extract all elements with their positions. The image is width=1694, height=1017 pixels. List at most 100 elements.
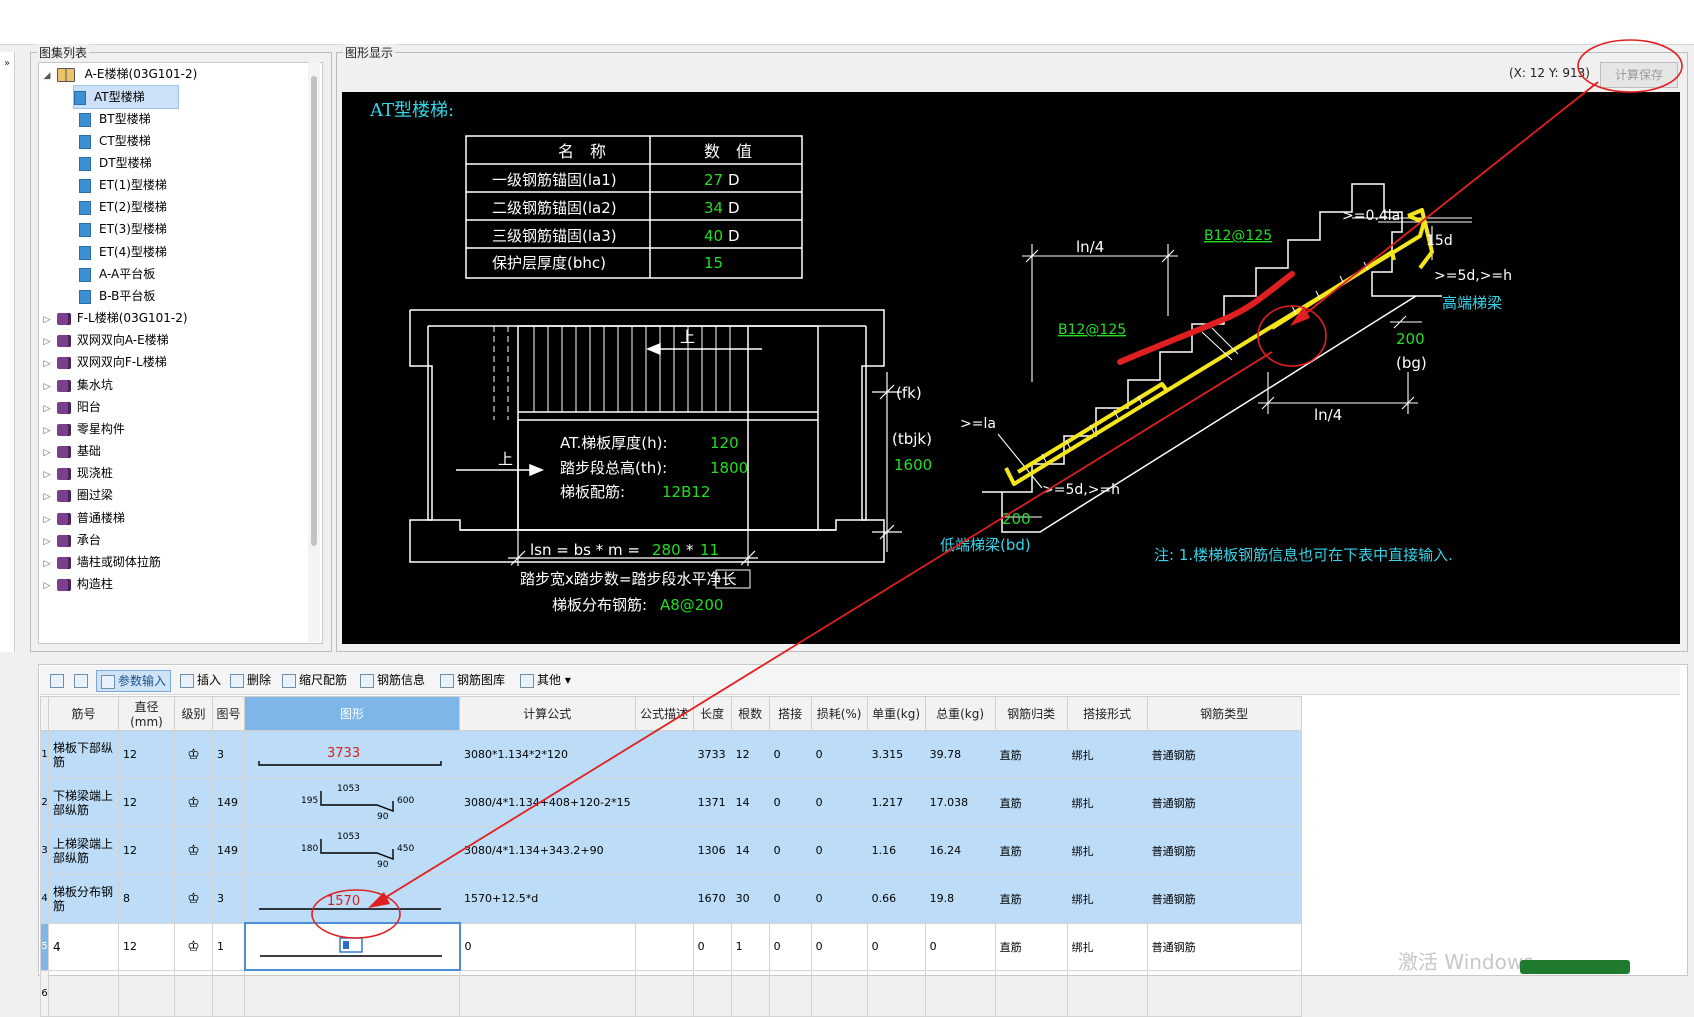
cell-grade[interactable]: ♔ [174, 922, 213, 971]
plan-thickness-value[interactable]: 120 [710, 434, 739, 452]
plan-rebar-value[interactable]: 12B12 [662, 483, 710, 501]
cell-unit-weight[interactable] [866, 969, 926, 1017]
cell-length[interactable]: 1306 [692, 826, 732, 875]
cell-grade[interactable]: ♔ [174, 778, 213, 827]
col-header[interactable]: 搭接形式 [1066, 696, 1148, 731]
cell-rebar-type[interactable]: 普通钢筋 [1146, 730, 1302, 779]
tree-item-et2[interactable]: ET(2)型楼梯 [79, 196, 167, 218]
cell-unit-weight[interactable]: 1.217 [866, 778, 926, 827]
cell-loss[interactable]: 0 [810, 826, 868, 875]
cell-name[interactable]: 梯板分布钢筋 [48, 874, 119, 924]
cell-length[interactable]: 1670 [692, 874, 732, 924]
cell-lap[interactable]: 0 [768, 922, 812, 971]
cell-unit-weight[interactable]: 0 [866, 922, 926, 971]
cell-description[interactable] [634, 730, 694, 779]
section-b12-mid[interactable]: B12@125 [1058, 322, 1126, 338]
table-row[interactable]: 1 梯板下部纵筋 12 ♔ 3 3733 3080*1.134*2*120 37… [40, 730, 1302, 779]
cell-shape-editing[interactable] [243, 922, 461, 971]
tree-item-et3[interactable]: ET(3)型楼梯 [79, 218, 167, 240]
cell-loss[interactable]: 0 [810, 874, 868, 924]
cell-lap[interactable]: 0 [768, 874, 812, 924]
expand-arrow-icon[interactable]: ▷ [43, 382, 51, 392]
scrollbar-thumb[interactable] [311, 76, 317, 546]
cell-unit-weight[interactable]: 0.66 [866, 874, 926, 924]
cell-rebar-type[interactable]: 普通钢筋 [1146, 874, 1302, 924]
cell-lap-form[interactable]: 绑扎 [1066, 874, 1148, 924]
tree-item-et1[interactable]: ET(1)型楼梯 [79, 174, 167, 196]
tree-item-dt[interactable]: DT型楼梯 [79, 152, 152, 174]
rebar-info-button[interactable]: 钢筋信息 [356, 670, 429, 690]
cell-unit-weight[interactable]: 1.16 [866, 826, 926, 875]
expand-arrow-icon[interactable]: ▷ [43, 315, 51, 325]
cell-figure[interactable] [212, 969, 245, 1017]
cell-count[interactable]: 14 [730, 826, 770, 875]
col-header[interactable]: 计算公式 [459, 696, 636, 731]
expand-arrow-icon[interactable]: ▷ [43, 470, 51, 480]
table-row-editing[interactable]: 5 4 12 ♔ 1 0 0 1 0 0 0 0 直筋 绑扎 普通钢筋 [40, 922, 1302, 971]
cell-shape[interactable]: 1570 [244, 874, 460, 924]
col-header[interactable]: 级别 [174, 696, 213, 731]
cell-lap[interactable]: 0 [768, 826, 812, 875]
section-b12-top[interactable]: B12@125 [1204, 228, 1272, 244]
param-value-la3[interactable]: 40 [704, 227, 723, 245]
cell-total-weight[interactable]: 19.8 [924, 874, 996, 924]
tree-group-node[interactable]: ▷ 双网双向A-E楼梯 [41, 329, 169, 351]
col-header[interactable]: 损耗(%) [810, 696, 868, 731]
tree-group-node[interactable]: ▷ 墙柱或砌体拉筋 [41, 551, 161, 573]
col-header[interactable]: 直径(mm) [118, 696, 175, 731]
row-number[interactable]: 4 [40, 874, 49, 924]
expand-arrow-icon[interactable]: ▷ [43, 337, 51, 347]
row-number[interactable]: 3 [40, 826, 49, 875]
tree-group-node[interactable]: ▷ 圈过梁 [41, 484, 113, 506]
col-header[interactable]: 钢筋归类 [994, 696, 1068, 731]
col-header[interactable]: 钢筋类型 [1146, 696, 1302, 731]
plan-dist-value[interactable]: A8@200 [660, 596, 723, 614]
cell-length[interactable]: 3733 [692, 730, 732, 779]
cell-name[interactable] [48, 969, 119, 1017]
cell-formula[interactable]: 1570+12.5*d [459, 874, 636, 924]
expand-arrow-icon[interactable]: ▷ [43, 581, 51, 591]
cell-loss[interactable]: 0 [810, 778, 868, 827]
col-header-shape[interactable]: 图形 [244, 696, 460, 731]
cell-category[interactable] [994, 969, 1068, 1017]
collapse-arrow-icon[interactable]: ◢ [43, 71, 51, 81]
cell-grade[interactable]: ♔ [174, 874, 213, 924]
delete-button[interactable]: 删除 [226, 670, 275, 690]
insert-button[interactable]: 插入 [176, 670, 225, 690]
tree-scrollbar[interactable] [308, 62, 320, 642]
tree-group-node[interactable]: ▷ 零星构件 [41, 418, 125, 440]
expand-arrow-icon[interactable]: ▷ [43, 426, 51, 436]
param-value-la2[interactable]: 34 [704, 199, 723, 217]
cell-rebar-type[interactable] [1146, 969, 1302, 1017]
cell-lap-form[interactable]: 绑扎 [1066, 730, 1148, 779]
cell-category[interactable]: 直筋 [994, 730, 1068, 779]
row-number[interactable]: 1 [40, 730, 49, 779]
cell-count[interactable]: 30 [730, 874, 770, 924]
plan-formula-m[interactable]: 11 [700, 541, 719, 559]
cell-total-weight[interactable]: 16.24 [924, 826, 996, 875]
cell-description[interactable] [634, 969, 694, 1017]
cell-name[interactable]: 4 [48, 922, 119, 971]
tree-item-et4[interactable]: ET(4)型楼梯 [79, 241, 167, 263]
cell-loss[interactable]: 0 [810, 922, 868, 971]
cell-count[interactable]: 12 [730, 730, 770, 779]
expand-arrow-icon[interactable]: ▷ [43, 515, 51, 525]
tree-group-node[interactable]: ▷ 基础 [41, 440, 101, 462]
cell-formula[interactable]: 3080/4*1.134+343.2+90 [459, 826, 636, 875]
cell-diameter[interactable]: 12 [118, 826, 175, 875]
cell-diameter[interactable]: 8 [118, 874, 175, 924]
cell-diameter[interactable] [118, 969, 175, 1017]
cell-count[interactable] [730, 969, 770, 1017]
cell-category[interactable]: 直筋 [994, 874, 1068, 924]
col-header[interactable]: 单重(kg) [866, 696, 926, 731]
cell-formula[interactable]: 3080/4*1.134+408+120-2*15 [459, 778, 636, 827]
tree-group-node[interactable]: ▷ 阳台 [41, 396, 101, 418]
move-up-button[interactable] [46, 670, 71, 690]
tree-group-node[interactable]: ▷ 集水坑 [41, 374, 113, 396]
cell-rebar-type[interactable]: 普通钢筋 [1146, 922, 1302, 971]
cell-figure[interactable]: 1 [212, 922, 245, 971]
col-header[interactable]: 长度 [692, 696, 732, 731]
